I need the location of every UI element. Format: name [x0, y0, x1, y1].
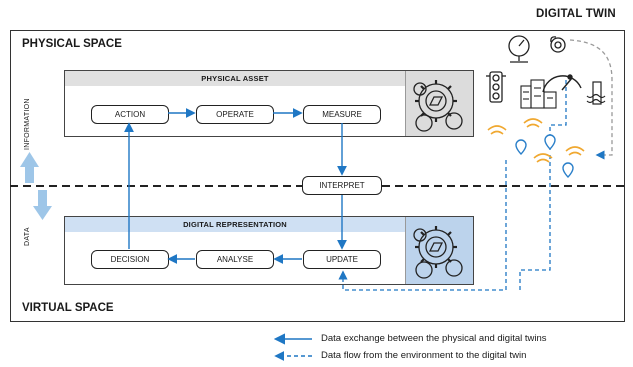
legend-dashed-label: Data flow from the environment to the di…	[321, 350, 527, 361]
virtual-space-label: VIRTUAL SPACE	[22, 302, 114, 314]
interpret-step: INTERPRET	[302, 176, 382, 195]
information-label: INFORMATION	[24, 98, 31, 150]
measure-step: MEASURE	[303, 105, 381, 124]
update-step: UPDATE	[303, 250, 381, 269]
action-step: ACTION	[91, 105, 169, 124]
gear-cluster-icon	[405, 217, 473, 284]
analyse-step: ANALYSE	[196, 250, 274, 269]
physical-space-label: PHYSICAL SPACE	[22, 38, 122, 50]
digital-representation-panel: DIGITAL REPRESENTATION DECISION ANALYSE …	[64, 216, 474, 285]
diagram-title: DIGITAL TWIN	[536, 8, 616, 20]
physical-asset-panel: PHYSICAL ASSET ACTION OPERATE MEASURE	[64, 70, 474, 137]
data-label: DATA	[24, 227, 31, 246]
decision-step: DECISION	[91, 250, 169, 269]
operate-step: OPERATE	[196, 105, 274, 124]
gear-cluster-icon	[405, 71, 473, 136]
space-frame	[10, 30, 625, 322]
legend-solid-label: Data exchange between the physical and d…	[321, 333, 547, 344]
digital-representation-header: DIGITAL REPRESENTATION	[65, 217, 405, 232]
physical-asset-header: PHYSICAL ASSET	[65, 71, 405, 86]
